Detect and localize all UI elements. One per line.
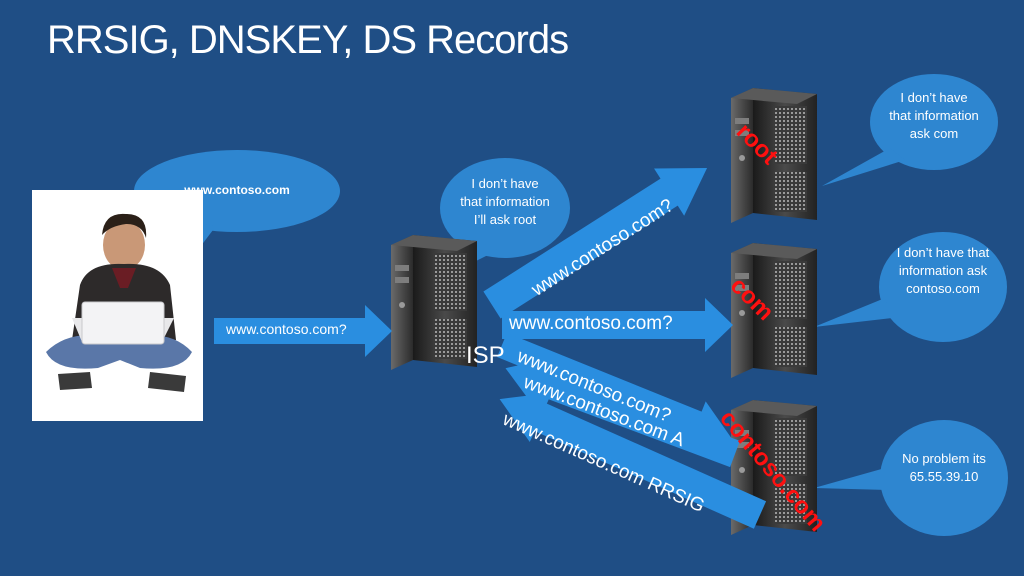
com-speech-bubble: [814, 232, 1007, 342]
contoso-bubble-text: No problem its 65.55.39.10: [902, 451, 986, 484]
user-photo: [32, 190, 203, 421]
contoso-speech-bubble: [814, 420, 1008, 536]
arrow-isp-to-root: [483, 167, 708, 319]
com-bubble-text: I don’t have that information ask contos…: [896, 245, 990, 296]
isp-label: ISP: [466, 342, 505, 369]
arrow-isp-to-com-label: www.contoso.com?: [509, 313, 673, 334]
slide-title: RRSIG, DNSKEY, DS Records: [47, 18, 569, 62]
arrow-contoso-reply-rrsig: [499, 392, 767, 529]
arrow-contoso-reply-a: [505, 357, 740, 468]
arrow-isp-to-com: [502, 298, 733, 352]
user-bubble-text: www.contoso.com: [184, 183, 290, 197]
arrow-user-to-isp: [214, 305, 392, 357]
isp-bubble-text: I don’t have that information I’ll ask r…: [460, 176, 550, 227]
isp-server-icon: [391, 235, 477, 370]
root-bubble-text: I don’t have that information ask com: [889, 90, 979, 141]
root-speech-bubble: [822, 74, 998, 186]
arrow-user-to-isp-label: www.contoso.com?: [226, 321, 347, 337]
